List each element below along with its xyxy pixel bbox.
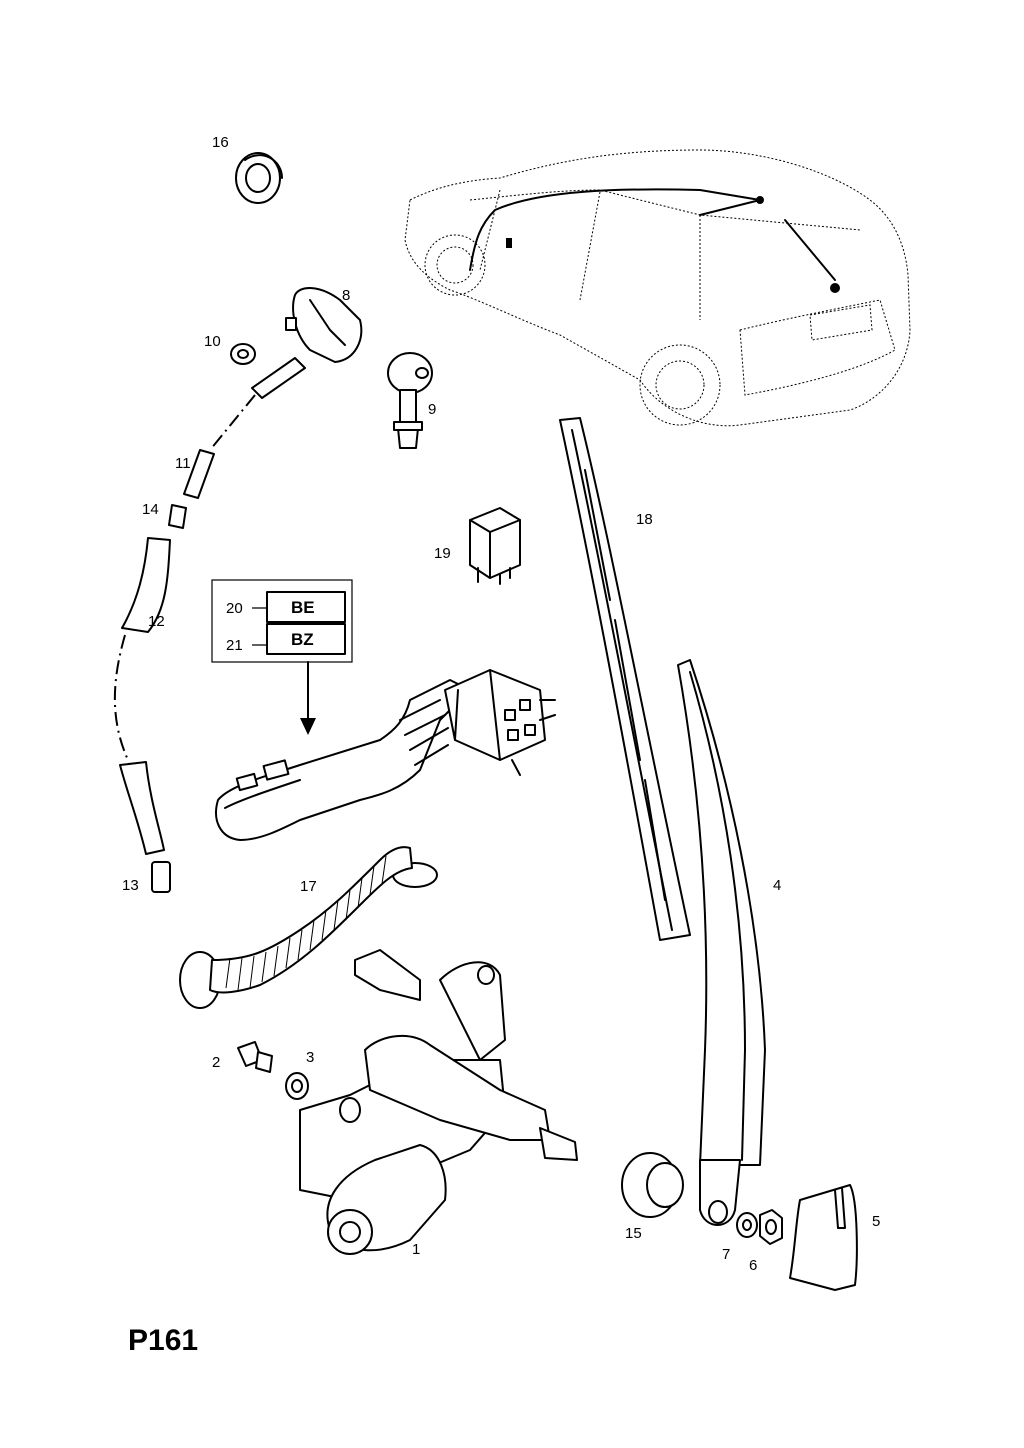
part-3-washer xyxy=(285,1072,309,1100)
part-13-connector xyxy=(151,861,171,893)
label-2: 2 xyxy=(212,1054,220,1071)
label-3: 3 xyxy=(306,1049,314,1066)
part-12-hose xyxy=(113,537,171,855)
label-6: 6 xyxy=(749,1257,757,1274)
label-8: 8 xyxy=(342,287,350,304)
label-20: 20 xyxy=(226,600,243,617)
part-6-nut xyxy=(759,1209,783,1245)
part-1-wiper-motor xyxy=(299,949,578,1255)
part-17-wiring-harness xyxy=(179,846,438,1009)
part-14-connector xyxy=(168,504,187,529)
label-16: 16 xyxy=(212,134,229,151)
label-4: 4 xyxy=(773,877,781,894)
label-11: 11 xyxy=(175,455,191,472)
label-15: 15 xyxy=(625,1225,642,1242)
variant-box xyxy=(211,579,353,735)
label-14: 14 xyxy=(142,501,159,518)
part-15-grommet xyxy=(621,1152,684,1218)
part-7-washer xyxy=(736,1212,758,1238)
variant-bz: BZ xyxy=(291,630,314,649)
part-11-hose xyxy=(183,357,306,499)
part-16-grommet xyxy=(235,152,283,204)
part-4-wiper-arm xyxy=(677,659,766,1226)
part-10-nut xyxy=(230,343,256,365)
part-2-screw xyxy=(237,1041,273,1073)
label-10: 10 xyxy=(204,333,221,350)
car-illustration xyxy=(404,149,911,427)
label-21: 21 xyxy=(226,637,243,654)
diagram-code: P161 xyxy=(128,1324,198,1357)
label-17: 17 xyxy=(300,878,317,895)
part-8-jet-housing xyxy=(285,287,363,363)
label-18: 18 xyxy=(636,511,653,528)
variant-be: BE xyxy=(291,598,315,617)
part-18-wiper-blade xyxy=(559,417,691,941)
label-5: 5 xyxy=(872,1213,880,1230)
label-7: 7 xyxy=(722,1246,730,1263)
label-9: 9 xyxy=(428,401,436,418)
label-1: 1 xyxy=(412,1241,420,1258)
label-19: 19 xyxy=(434,545,451,562)
wiper-switch xyxy=(215,669,556,841)
part-5-cap xyxy=(789,1184,858,1291)
part-19-relay xyxy=(469,507,521,585)
part-9-washer-nozzle xyxy=(387,352,433,449)
label-12: 12 xyxy=(148,613,165,630)
label-13: 13 xyxy=(122,877,139,894)
